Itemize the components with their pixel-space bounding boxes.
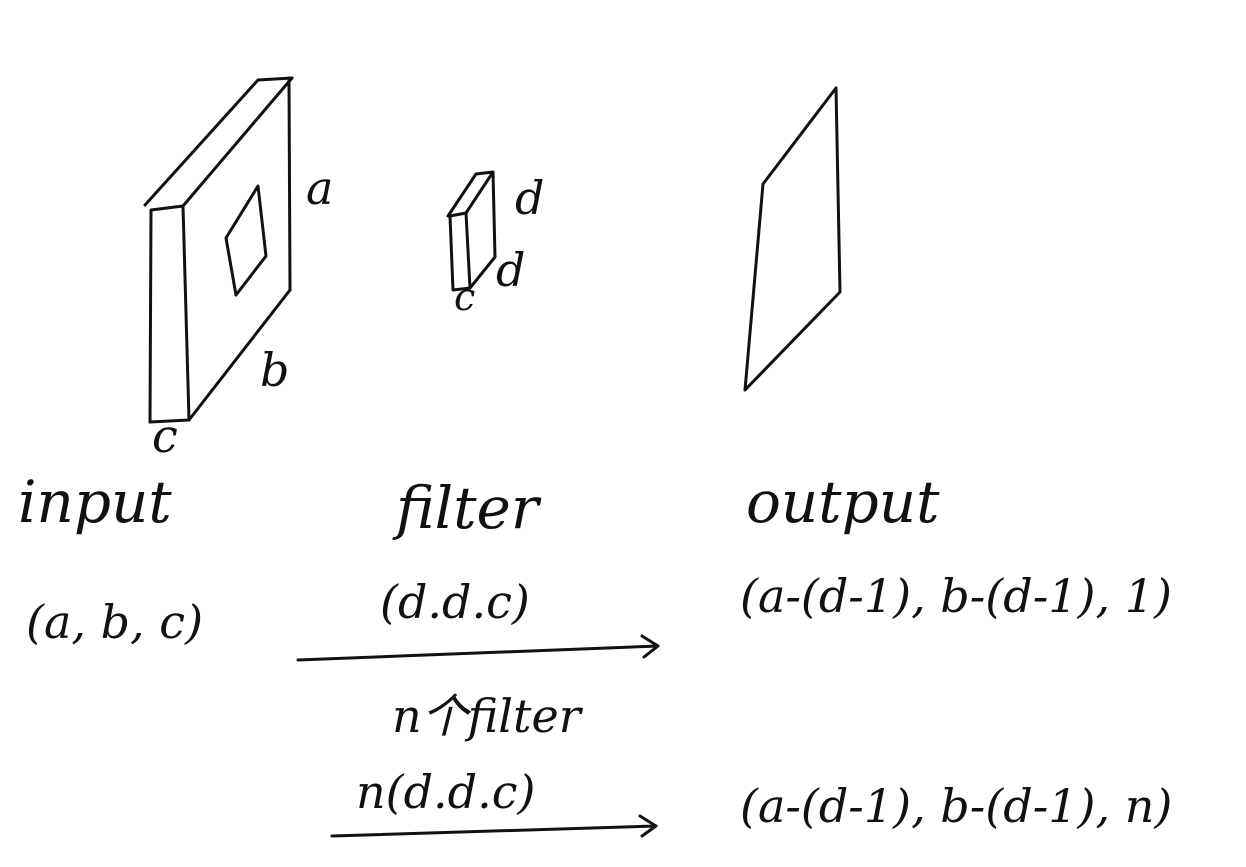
output-sheet [743,86,842,392]
output-shape: (a-(d-1), b-(d-1), 1) [740,569,1172,623]
filter-dim-d-side: d [496,243,525,297]
input-receptive-field [224,184,268,297]
filter-shape: (d.d.c) [380,575,530,629]
n-output-shape: (a-(d-1), b-(d-1), n) [740,779,1172,833]
input-dim-a: a [306,161,333,215]
input-shape: (a, b, c) [26,595,203,649]
filter-dim-d-top: d [515,171,544,225]
input-top-edge [143,76,294,207]
input-label: input [18,468,172,536]
n-filters-shape: n(d.d.c) [356,765,535,819]
filter-top-edge [446,170,495,218]
input-bottom-edge [187,288,292,422]
input-front-face [148,204,191,424]
filter-label: filter [392,474,542,542]
filter-back-edge [468,170,497,290]
filter-dim-c: c [454,275,475,319]
output-sheet-outline [743,86,842,392]
input-dim-c: c [152,409,178,463]
arrow-n-filters [330,814,658,838]
input-top-edge-inner [181,76,294,208]
input-back-edge [287,76,292,292]
input-volume [143,76,294,424]
output-label: output [746,468,940,536]
arrow-single-filter [296,634,660,662]
n-filters-label: n个filter [392,689,584,743]
filter-volume [446,170,497,292]
input-dim-b: b [260,343,289,397]
